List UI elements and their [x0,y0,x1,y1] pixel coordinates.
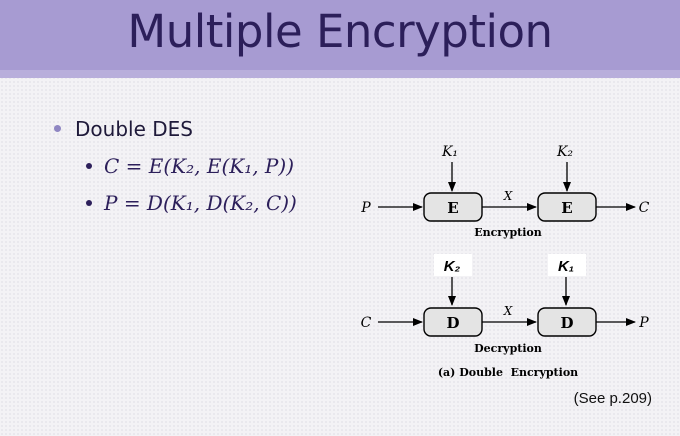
bullet-dot [86,162,92,169]
enc-input-label: P [360,200,371,216]
enc-caption: Encryption [474,226,542,239]
equation-decryption: P = D(K₁, D(K₂, C)) [86,191,297,215]
enc-key2-label: K₂ [556,144,573,160]
bullet-dot [86,199,92,206]
double-des-diagram: K₁ K₂ P E X E C Encryption K₂ K₁ C D X D… [360,144,650,379]
page-reference: (See p.209) [573,390,652,407]
equation-text: C = E(K₂, E(K₁, P)) [104,154,294,178]
dec-input-label: C [361,315,372,331]
dec-output-label: P [638,315,649,331]
enc-box-2-label: E [561,199,572,217]
dec-middle-label: X [503,304,513,318]
dec-box-2-label: D [560,314,573,332]
bullet-label: Double DES [75,117,193,141]
equation-encryption: C = E(K₂, E(K₁, P)) [86,154,294,178]
enc-output-label: C [639,200,650,216]
slide-title: Multiple Encryption [127,5,553,58]
dec-key2-bg [548,254,586,276]
bullet-dot [54,125,61,132]
enc-key1-label: K₁ [441,144,458,160]
figure-caption: (a) Double Encryption [438,366,578,379]
dec-key1-label: K₂ [444,258,461,275]
title-band [0,0,680,78]
dec-key1-bg [434,254,472,276]
enc-box-1-label: E [447,199,458,217]
enc-middle-label: X [503,189,513,203]
dec-caption: Decryption [474,342,542,355]
dec-key2-label: K₁ [558,258,574,275]
dec-box-1-label: D [446,314,459,332]
bullet-double-des: Double DES [54,117,193,141]
equation-text: P = D(K₁, D(K₂, C)) [104,191,297,215]
